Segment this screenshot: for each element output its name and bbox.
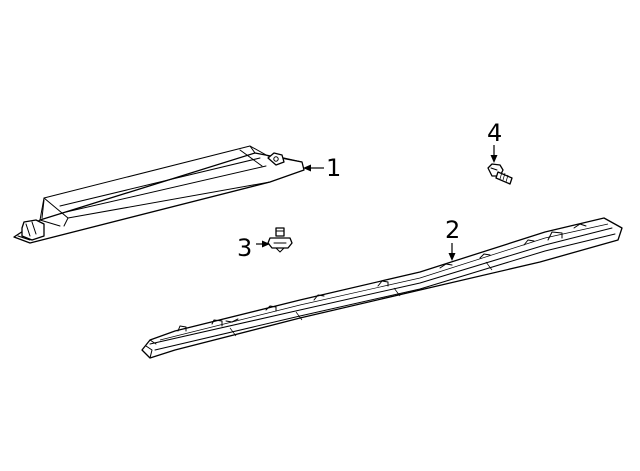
part-2-molding <box>141 217 623 359</box>
part-1-housing <box>13 145 305 244</box>
callout-number-4: 4 <box>487 119 502 147</box>
part-4-screw <box>487 163 513 185</box>
callout-number-2: 2 <box>445 216 460 244</box>
part-3-clip <box>267 227 293 253</box>
callout-number-1: 1 <box>326 154 341 182</box>
callout-2: 2 <box>445 216 460 261</box>
callout-3: 3 <box>237 234 270 262</box>
callout-number-3: 3 <box>237 234 252 262</box>
callout-1: 1 <box>303 154 341 182</box>
callout-4: 4 <box>487 119 502 163</box>
